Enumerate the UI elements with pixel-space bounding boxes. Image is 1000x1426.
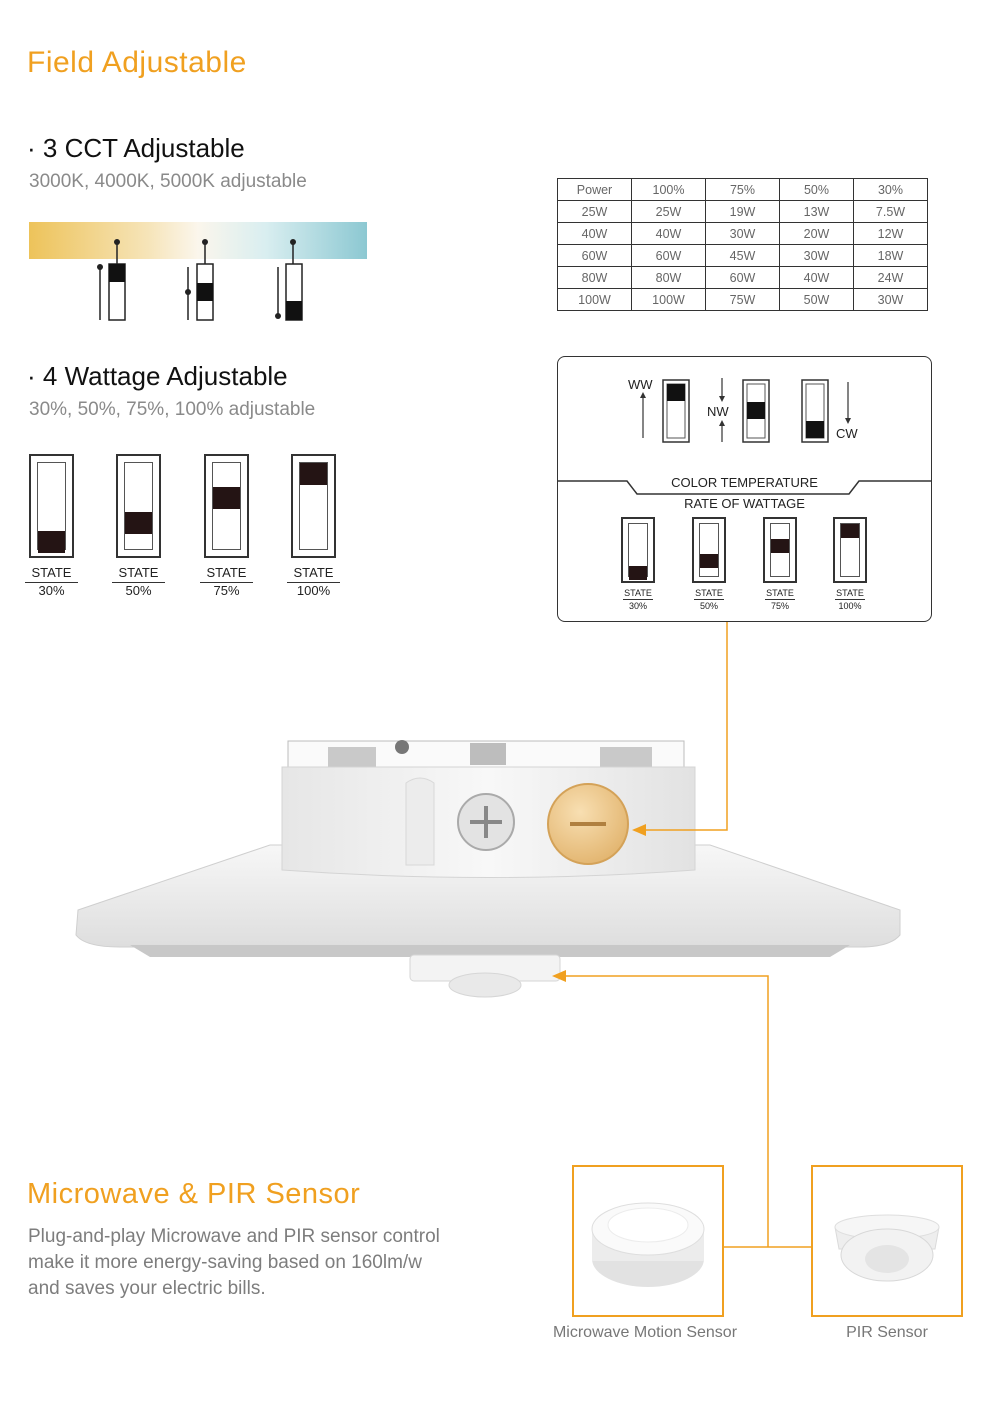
wattage-state-knob: [300, 463, 327, 485]
microwave-sensor-image: [591, 1202, 705, 1287]
power-table-cell: 60W: [705, 266, 780, 289]
sensor-desc-line-2: make it more energy-saving based on 160l…: [28, 1252, 422, 1273]
panel-diagram: [558, 378, 931, 495]
microwave-sensor-caption: Microwave Motion Sensor: [552, 1324, 738, 1341]
power-table-cell: 18W: [853, 244, 928, 267]
power-table-cell: 100W: [557, 288, 632, 311]
color-temperature-label: COLOR TEMPERATURE: [671, 475, 818, 490]
pir-sensor-caption: PIR Sensor: [846, 1324, 928, 1341]
cct-switch-diagram: [97, 239, 303, 321]
panel-state-switch: [833, 517, 867, 583]
cct-subtitle: 3000K, 4000K, 5000K adjustable: [29, 171, 307, 192]
wattage-state-knob: [213, 487, 240, 510]
wattage-subtitle: 30%, 50%, 75%, 100% adjustable: [29, 399, 316, 420]
power-table-cell: 80W: [631, 266, 706, 289]
wattage-state-knob: [38, 531, 65, 553]
wattage-heading: · 4 Wattage Adjustable: [27, 361, 288, 391]
panel-state-switch: [621, 517, 655, 583]
power-table-cell: Power: [557, 178, 632, 201]
sensor-description: Plug-and-play Microwave and PIR sensor c…: [28, 1224, 440, 1302]
panel-state-knob: [629, 566, 647, 580]
nw-label: NW: [707, 404, 729, 419]
pir-sensor-image: [834, 1214, 940, 1282]
power-table-cell: 100W: [631, 288, 706, 311]
wattage-state-switch: [116, 454, 161, 558]
wattage-state-knob: [125, 511, 152, 534]
power-table-cell: 50W: [779, 288, 854, 311]
wattage-state-switch: [204, 454, 249, 558]
cct-gradient-bar: [29, 222, 367, 259]
panel-state-switch: [692, 517, 726, 583]
panel-state-switch: [763, 517, 797, 583]
sensor-desc-line-3: and saves your electric bills.: [28, 1278, 266, 1299]
sensor-desc-line-1: Plug-and-play Microwave and PIR sensor c…: [28, 1226, 440, 1247]
wattage-state-switch: [291, 454, 336, 558]
cw-label: CW: [836, 426, 858, 441]
cct-heading: · 3 CCT Adjustable: [27, 133, 245, 163]
power-table-cell: 60W: [631, 244, 706, 267]
power-table-cell: 60W: [557, 244, 632, 267]
power-table-cell: 25W: [631, 200, 706, 223]
power-table-cell: 30W: [853, 288, 928, 311]
sensor-title: Microwave & PIR Sensor: [27, 1178, 361, 1210]
section-title-field-adjustable: Field Adjustable: [27, 46, 247, 79]
panel-state-knob: [771, 539, 789, 553]
fixture-illustration: [75, 740, 901, 998]
power-table-cell: 19W: [705, 200, 780, 223]
dip-switch-panel: [557, 356, 932, 622]
power-table-cell: 45W: [705, 244, 780, 267]
wattage-state-switch: [29, 454, 74, 558]
ww-label: WW: [628, 377, 653, 392]
panel-state-knob: [700, 554, 718, 568]
panel-state-knob: [841, 524, 859, 538]
pir-sensor-box: [811, 1165, 963, 1317]
power-table-cell: 75W: [705, 288, 780, 311]
rate-of-wattage-label: RATE OF WATTAGE: [684, 496, 805, 511]
power-table-cell: 13W: [779, 200, 854, 223]
microwave-sensor-box: [572, 1165, 724, 1317]
